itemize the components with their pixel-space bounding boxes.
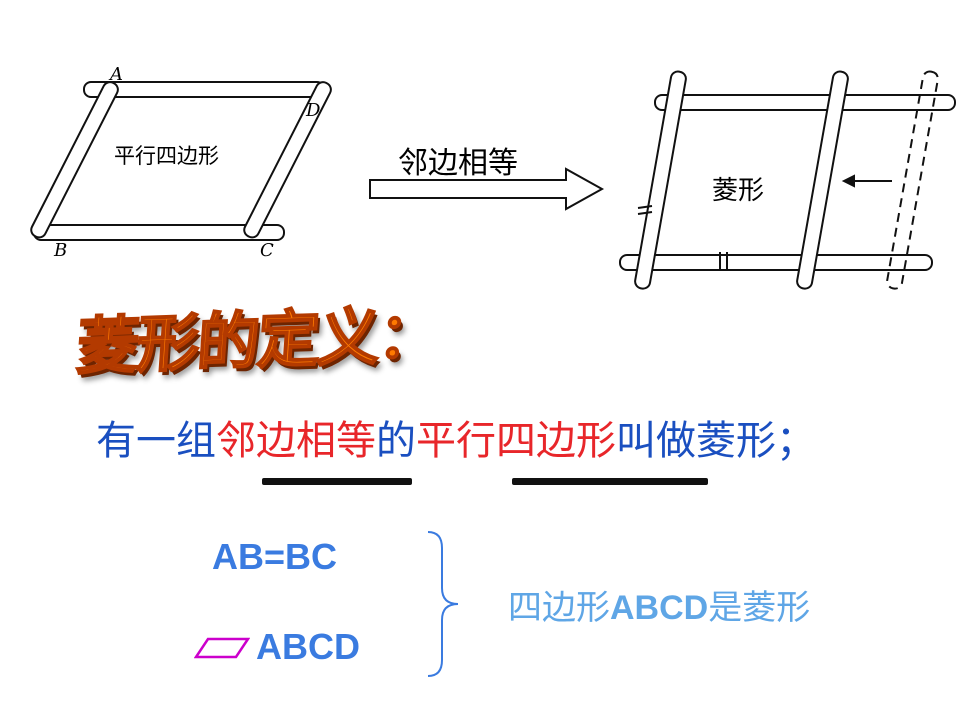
vertex-label-d: D — [306, 100, 321, 121]
vertex-label-b: B — [54, 240, 68, 261]
conclusion-part-3: 是菱形 — [708, 588, 811, 628]
stick-right — [243, 81, 332, 239]
parallelogram-symbol-icon — [194, 637, 250, 659]
definition-sentence: 有一组邻边相等的平行四边形叫做菱形； — [96, 408, 816, 466]
conclusion-statement: 四边形ABCD是菱形 — [508, 580, 810, 629]
vertex-label-a: A — [110, 64, 123, 85]
arrow-label: 邻边相等 — [398, 146, 518, 181]
definition-part-2: 邻边相等 — [216, 418, 376, 464]
definition-part-4: 平行四边形 — [416, 418, 616, 464]
right-brace-icon — [427, 531, 459, 677]
stick-left — [30, 81, 119, 239]
definition-heading: 菱形的定义： — [74, 297, 442, 385]
parallelogram-label: 平行四边形 — [114, 144, 219, 168]
rhombus-label: 菱形 — [712, 176, 765, 206]
rhombus-figure — [619, 70, 956, 290]
underline-adjacent-equal — [262, 478, 412, 485]
definition-part-3: 的 — [376, 418, 416, 464]
conclusion-part-2: ABCD — [610, 589, 709, 627]
definition-part-5: 叫做菱形； — [616, 418, 816, 464]
right-arrow-icon — [369, 167, 605, 211]
conclusion-part-1: 四边形 — [508, 588, 610, 628]
condition-ab-equals-bc: AB=BC — [212, 536, 338, 577]
parallelogram-figure — [30, 81, 332, 241]
condition-parallelogram-abcd: ABCD — [256, 626, 360, 667]
definition-part-1: 有一组 — [96, 418, 216, 464]
vertex-label-c: C — [260, 240, 274, 261]
underline-parallelogram — [512, 478, 708, 485]
